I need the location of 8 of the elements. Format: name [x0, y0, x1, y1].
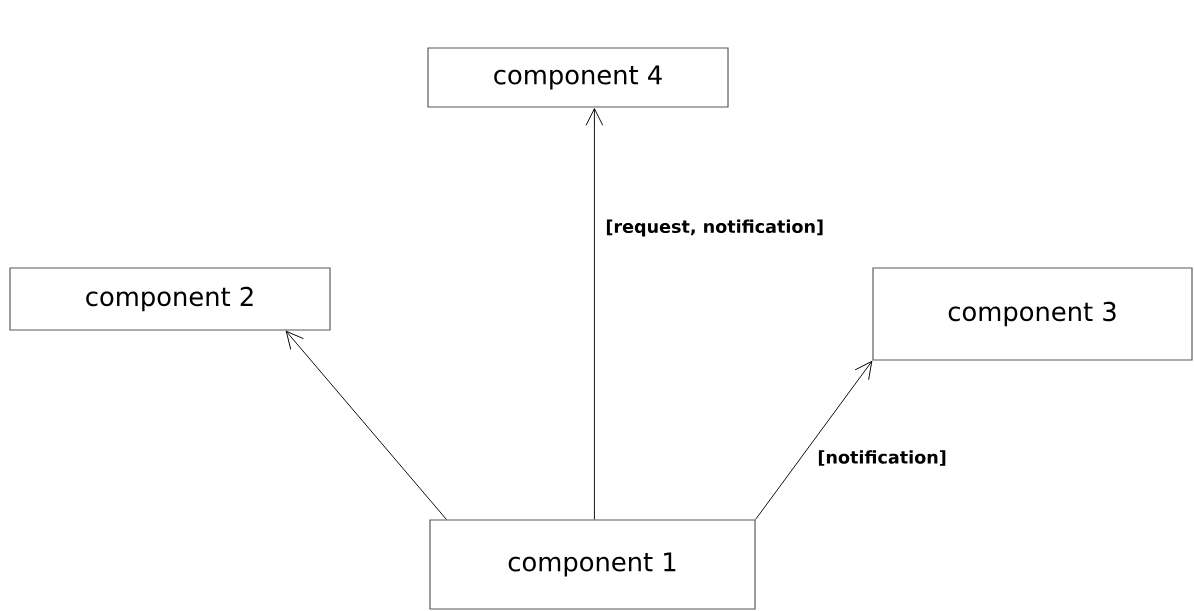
component-box: component 1	[429, 519, 756, 610]
arrow	[585, 108, 604, 520]
arrow	[755, 360, 873, 520]
edge-label: [request, notification]	[604, 218, 826, 238]
component-box: component 3	[872, 267, 1193, 361]
component-box: component 4	[427, 47, 729, 108]
arrow	[285, 330, 447, 520]
component-box: component 2	[9, 267, 331, 331]
